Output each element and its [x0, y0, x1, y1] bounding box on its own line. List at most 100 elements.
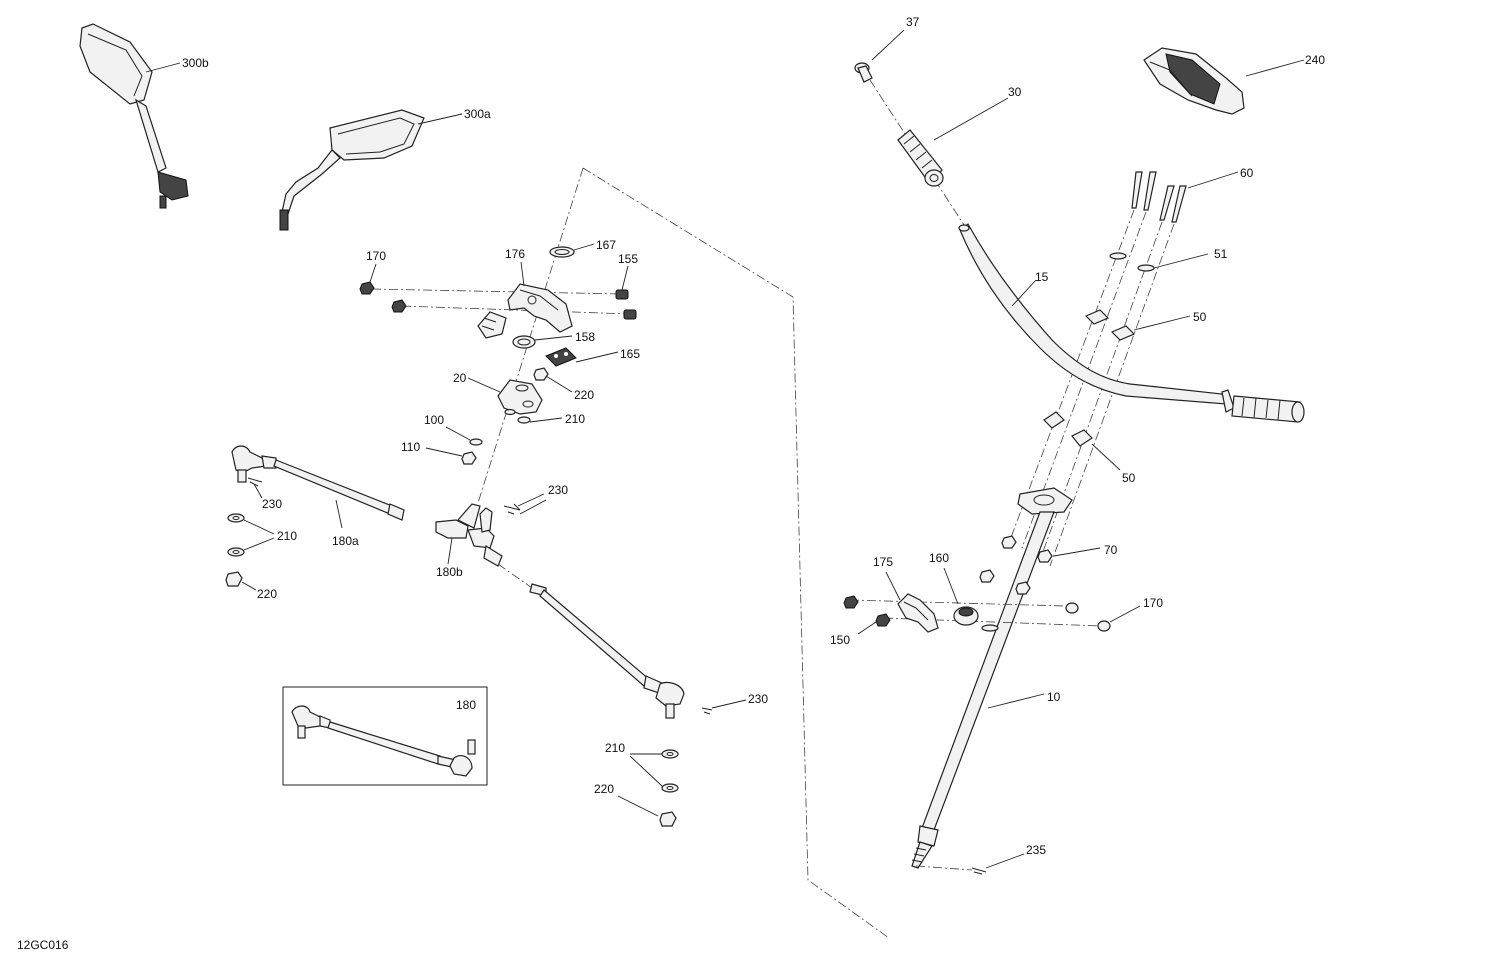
nut-110[interactable]: [461, 451, 477, 465]
callout-300b: 300b: [182, 56, 209, 70]
callout-230b: 230: [548, 483, 568, 497]
clamp-half-left[interactable]: [477, 311, 507, 339]
leader-220b: [241, 581, 257, 591]
bracket-175[interactable]: [897, 593, 939, 633]
callout-37: 37: [906, 15, 920, 29]
leader-230b-1: [517, 493, 545, 507]
mirror-300a[interactable]: [279, 109, 425, 231]
bolts-60[interactable]: [1131, 171, 1187, 223]
leader-165: [575, 351, 619, 363]
cotter-230-right[interactable]: [701, 707, 713, 715]
pitman-arm-20[interactable]: [497, 379, 543, 415]
nuts-70[interactable]: [979, 535, 1053, 595]
cotter-230-left[interactable]: [247, 477, 263, 487]
leader-51: [1153, 253, 1209, 269]
leader-50a: [1133, 315, 1191, 331]
callout-210b: 210: [277, 529, 297, 543]
leader-30: [933, 97, 1009, 141]
leader-230a: [253, 483, 263, 499]
callout-100: 100: [424, 413, 444, 427]
callout-51: 51: [1214, 247, 1228, 261]
callout-110: 110: [401, 440, 420, 454]
leader-110: [425, 447, 463, 457]
leader-176: [520, 261, 525, 287]
clamp-bases-50-lower[interactable]: [1043, 411, 1093, 447]
bushing-167[interactable]: [549, 246, 575, 258]
callout-235: 235: [1026, 843, 1046, 857]
clamp-caps-50-upper[interactable]: [1084, 309, 1136, 341]
nut-170-left[interactable]: [359, 281, 375, 295]
cotter-230-center[interactable]: [503, 503, 521, 515]
assembly-outline: [582, 167, 890, 939]
callout-160: 160: [929, 551, 949, 565]
leader-160: [943, 567, 959, 605]
callout-180a: 180a: [332, 534, 359, 548]
washer-210-upper[interactable]: [504, 408, 531, 424]
washer-210-right[interactable]: [661, 749, 679, 793]
bushing-160[interactable]: [953, 606, 979, 626]
leader-210b-bottom: [243, 537, 275, 551]
steering-column-10[interactable]: [911, 487, 1073, 869]
callout-300a: 300a: [464, 107, 491, 121]
washer-100[interactable]: [469, 438, 483, 446]
leader-180a: [335, 499, 343, 529]
nut-220-upper[interactable]: [533, 367, 549, 381]
callout-155: 155: [618, 252, 638, 266]
axis-bolt-3: [1039, 221, 1163, 561]
leader-210a: [529, 417, 563, 423]
leader-158: [534, 335, 573, 341]
washer-210-left[interactable]: [227, 513, 245, 557]
leader-15: [1011, 279, 1037, 307]
center-link-180b[interactable]: [435, 503, 503, 567]
washers-51[interactable]: [1109, 252, 1155, 272]
assembly-axis-center: [477, 167, 584, 504]
leader-37: [871, 29, 905, 61]
grip-30[interactable]: [897, 129, 944, 187]
callout-150: 150: [830, 633, 850, 647]
axis-bolt-upper: [371, 288, 623, 295]
callout-176: 176: [505, 247, 525, 261]
cotter-235[interactable]: [971, 867, 987, 875]
callout-210a: 210: [565, 412, 585, 426]
leader-235: [985, 853, 1025, 869]
callout-180: 180: [456, 698, 476, 712]
callout-220c: 220: [594, 782, 614, 796]
clamp-165[interactable]: [545, 347, 577, 367]
mirror-300b[interactable]: [79, 23, 189, 209]
bolt-150[interactable]: [843, 595, 891, 627]
bracket-176[interactable]: [507, 283, 573, 333]
axis-tie-rod-right: [497, 563, 533, 589]
leader-220c: [617, 795, 659, 817]
tie-rod-assembly-180[interactable]: [291, 705, 476, 777]
axis-bolt-lower: [401, 305, 631, 315]
leader-300b: [145, 62, 181, 73]
callout-30: 30: [1008, 85, 1022, 99]
handlebar-15[interactable]: [958, 223, 1305, 423]
callout-20: 20: [453, 371, 467, 385]
callout-60: 60: [1240, 166, 1254, 180]
diagram-code: 12GC016: [17, 938, 69, 952]
nut-170-left-lower[interactable]: [391, 299, 407, 313]
end-plug-37[interactable]: [854, 62, 873, 83]
leader-170b: [1109, 605, 1141, 623]
cover-240[interactable]: [1143, 47, 1245, 115]
callout-230c: 230: [748, 692, 768, 706]
tie-rod-right[interactable]: [529, 583, 685, 719]
leader-210c-bottom: [629, 755, 663, 787]
nut-220-left[interactable]: [225, 571, 243, 587]
bushing-158[interactable]: [512, 335, 536, 349]
tie-rod-180a[interactable]: [231, 445, 405, 521]
callout-180b: 180b: [436, 565, 463, 579]
callout-158: 158: [575, 330, 595, 344]
leader-230b-2: [519, 499, 547, 515]
leader-170a: [369, 263, 377, 283]
leader-230c: [711, 699, 747, 709]
bolt-155[interactable]: [615, 289, 637, 320]
leader-180b: [447, 537, 453, 565]
leader-220a: [545, 375, 573, 393]
nut-170-right[interactable]: [1065, 602, 1111, 632]
callout-15: 15: [1035, 270, 1049, 284]
nut-220-right[interactable]: [659, 811, 677, 827]
callout-165: 165: [620, 347, 640, 361]
